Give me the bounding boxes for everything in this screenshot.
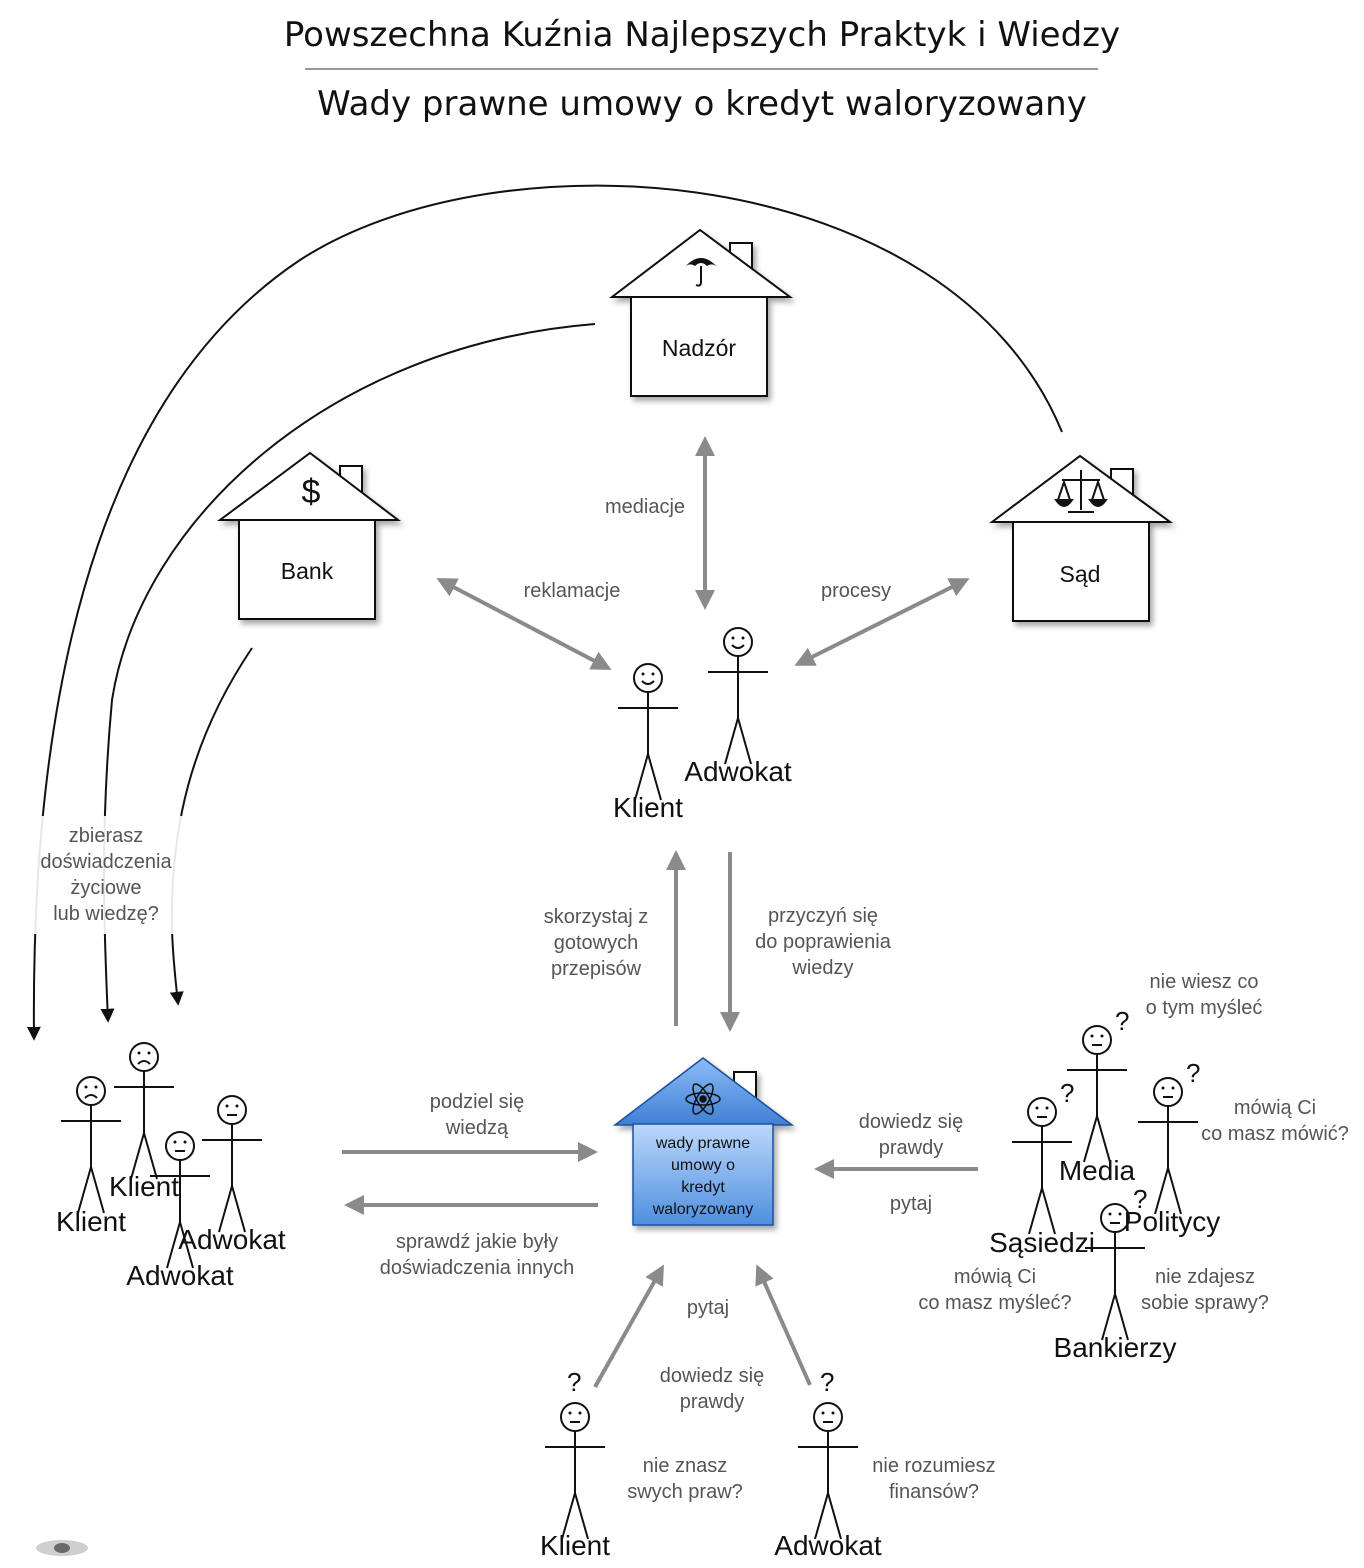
figure-left-adwokat1-label: Adwokat (178, 1224, 286, 1255)
label-sprawdz-1: sprawdź jakie były (396, 1231, 558, 1253)
figure-media: ? (1067, 1006, 1129, 1163)
center-label-1: wady prawne (655, 1135, 750, 1152)
label-nie-rozumiesz-2: finansów? (889, 1481, 979, 1503)
house-bank[interactable] (216, 451, 401, 620)
figure-sasiedzi: ? (1012, 1078, 1074, 1235)
label-podziel-2: wiedzą (445, 1117, 509, 1139)
label-mowia-mowic-2: co masz mówić? (1201, 1123, 1349, 1145)
figure-bottom-klient-question-mark: ? (567, 1367, 581, 1397)
umbrella-icon (684, 258, 718, 287)
eye-logo (36, 1540, 88, 1556)
label-mediacje: mediacje (605, 496, 685, 518)
figure-left-adwokat2-label: Adwokat (126, 1260, 234, 1291)
label-zbierasz-2: doświadczenia (40, 851, 172, 873)
atom-icon (685, 1083, 721, 1115)
arrow-bottom-right (755, 1264, 812, 1386)
label-dowiedz-bottom-2: prawdy (680, 1391, 744, 1413)
figure-left-klient1 (61, 1076, 121, 1214)
label-przyczyn-1: przyczyń się (768, 905, 878, 927)
label-mowia-mowic-1: mówią Ci (1234, 1097, 1316, 1119)
figure-politycy-question-mark: ? (1186, 1058, 1200, 1088)
label-zbierasz-1: zbierasz (69, 825, 143, 847)
label-skorzystaj-2: gotowych (554, 932, 639, 954)
dollar-icon: $ (302, 473, 321, 511)
label-nie-zdajesz-2: sobie sprawy? (1141, 1292, 1269, 1314)
figure-bottom-klient-label: Klient (540, 1530, 610, 1561)
label-nie-znasz-2: swych praw? (627, 1481, 743, 1503)
label-reklamacje: reklamacje (524, 580, 621, 602)
figure-top-adwokat (708, 627, 768, 765)
figure-left-adwokat1 (202, 1095, 262, 1233)
figure-sasiedzi-label: Sąsiedzi (989, 1227, 1095, 1258)
figure-left-klient2-label: Klient (109, 1171, 179, 1202)
figure-left-klient2 (114, 1042, 174, 1180)
label-dowiedz-right-2: prawdy (879, 1137, 943, 1159)
label-przyczyn-3: wiedzy (791, 957, 853, 979)
arrow-procesy (794, 578, 970, 666)
figure-bottom-klient: ? (545, 1367, 605, 1540)
house-nadzor-label: Nadzór (662, 335, 736, 361)
house-sad-label: Sąd (1060, 561, 1101, 587)
label-mowia-myslec-1: mówią Ci (954, 1266, 1036, 1288)
center-label-4: waloryzowany (652, 1201, 753, 1218)
label-zbierasz-4: lub wiedzę? (53, 903, 159, 925)
figure-bankierzy-question-mark: ? (1133, 1184, 1147, 1214)
figure-bottom-adwokat: ? (798, 1367, 858, 1540)
label-dowiedz-bottom-1: dowiedz się (660, 1365, 765, 1387)
figure-media-question-mark: ? (1115, 1006, 1129, 1036)
figure-top-adwokat-label: Adwokat (684, 756, 792, 787)
label-procesy: procesy (821, 580, 891, 602)
label-mowia-myslec-2: co masz myśleć? (918, 1292, 1071, 1314)
label-skorzystaj-3: przepisów (551, 958, 642, 980)
label-nie-rozumiesz-1: nie rozumiesz (872, 1455, 995, 1477)
label-sprawdz-2: doświadczenia innych (380, 1257, 575, 1279)
figure-sasiedzi-question-mark: ? (1060, 1078, 1074, 1108)
figure-top-klient-label: Klient (613, 792, 683, 823)
page-title: Powszechna Kuźnia Najlepszych Praktyk i … (284, 15, 1120, 55)
page-subtitle: Wady prawne umowy o kredyt waloryzowany (317, 84, 1087, 124)
center-label-3: kredyt (681, 1179, 725, 1196)
arrow-reklamacje (436, 578, 612, 670)
house-center[interactable] (612, 1057, 795, 1226)
arrow-bottom-left (593, 1264, 664, 1388)
label-przyczyn-2: do poprawienia (755, 931, 892, 953)
label-skorzystaj-1: skorzystaj z (544, 906, 648, 928)
figure-politycy-label: Politycy (1124, 1206, 1220, 1237)
figure-left-adwokat2 (150, 1131, 210, 1269)
label-dowiedz-right-1: dowiedz się (859, 1111, 964, 1133)
center-label-2: umowy o (671, 1157, 735, 1174)
label-nie-znasz-1: nie znasz (643, 1455, 728, 1477)
figure-bottom-adwokat-label: Adwokat (774, 1530, 882, 1561)
label-zbierasz-3: życiowe (70, 877, 141, 899)
label-nie-wiesz-1: nie wiesz co (1150, 971, 1259, 993)
figure-bottom-adwokat-question-mark: ? (820, 1367, 834, 1397)
label-pytaj-bottom: pytaj (687, 1297, 729, 1319)
figure-politycy: ? (1138, 1058, 1200, 1215)
figure-media-label: Media (1059, 1155, 1136, 1186)
label-podziel-1: podziel się (430, 1091, 525, 1113)
label-nie-wiesz-2: o tym myśleć (1146, 997, 1263, 1019)
label-pytaj-right: pytaj (890, 1193, 932, 1215)
house-bank-label: Bank (281, 558, 334, 584)
figure-bankierzy: ? (1085, 1184, 1147, 1341)
figure-left-klient1-label: Klient (56, 1206, 126, 1237)
figure-bankierzy-label: Bankierzy (1054, 1332, 1177, 1363)
label-nie-zdajesz-1: nie zdajesz (1155, 1266, 1255, 1288)
arc-sad-to-left (26, 184, 1063, 1041)
scales-icon (1054, 470, 1108, 513)
house-nadzor[interactable] (609, 228, 794, 397)
figure-top-klient (618, 663, 678, 801)
